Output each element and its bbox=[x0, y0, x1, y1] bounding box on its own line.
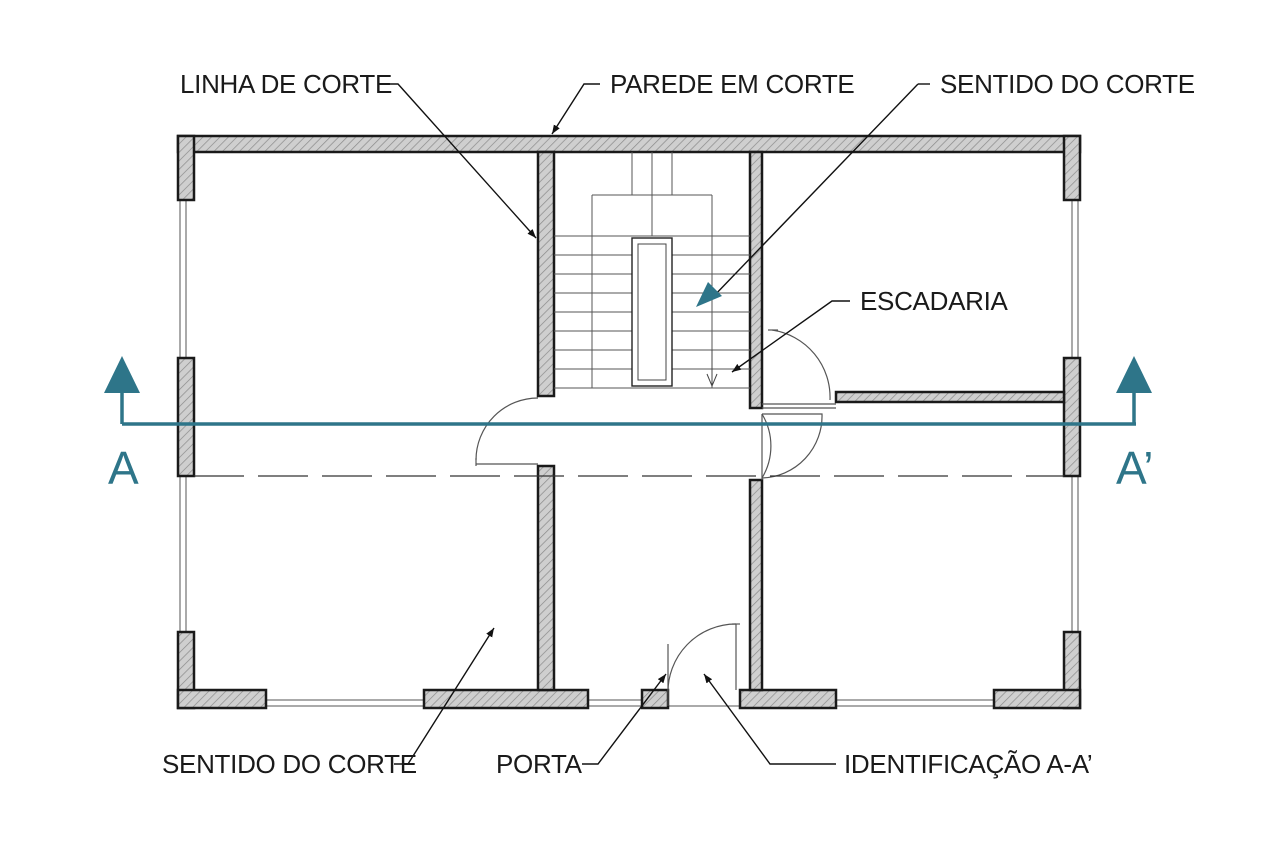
section-letter-left: A bbox=[108, 442, 139, 494]
label-porta: PORTA bbox=[496, 749, 583, 779]
staircase bbox=[554, 152, 750, 389]
label-sentido-do-corte-top: SENTIDO DO CORTE bbox=[940, 69, 1195, 99]
section-letter-right: A’ bbox=[1116, 442, 1154, 494]
label-sentido-do-corte-bottom: SENTIDO DO CORTE bbox=[162, 749, 417, 779]
labels: LINHA DE CORTE PAREDE EM CORTE SENTIDO D… bbox=[162, 69, 1195, 779]
label-linha-de-corte: LINHA DE CORTE bbox=[180, 69, 392, 99]
cut-arrow-right-icon bbox=[1116, 356, 1152, 393]
label-identificacao: IDENTIFICAÇÃO A-A’ bbox=[844, 749, 1092, 779]
section-line: A A’ bbox=[104, 356, 1154, 494]
label-escadaria: ESCADARIA bbox=[860, 286, 1009, 316]
direction-arrow-icon bbox=[696, 282, 722, 307]
walls bbox=[176, 134, 1082, 710]
cut-arrow-left-icon bbox=[104, 356, 140, 393]
section-direction-arrow bbox=[696, 83, 919, 307]
windows bbox=[179, 200, 1079, 707]
leader-lines bbox=[380, 83, 930, 765]
label-parede-em-corte: PAREDE EM CORTE bbox=[610, 69, 854, 99]
